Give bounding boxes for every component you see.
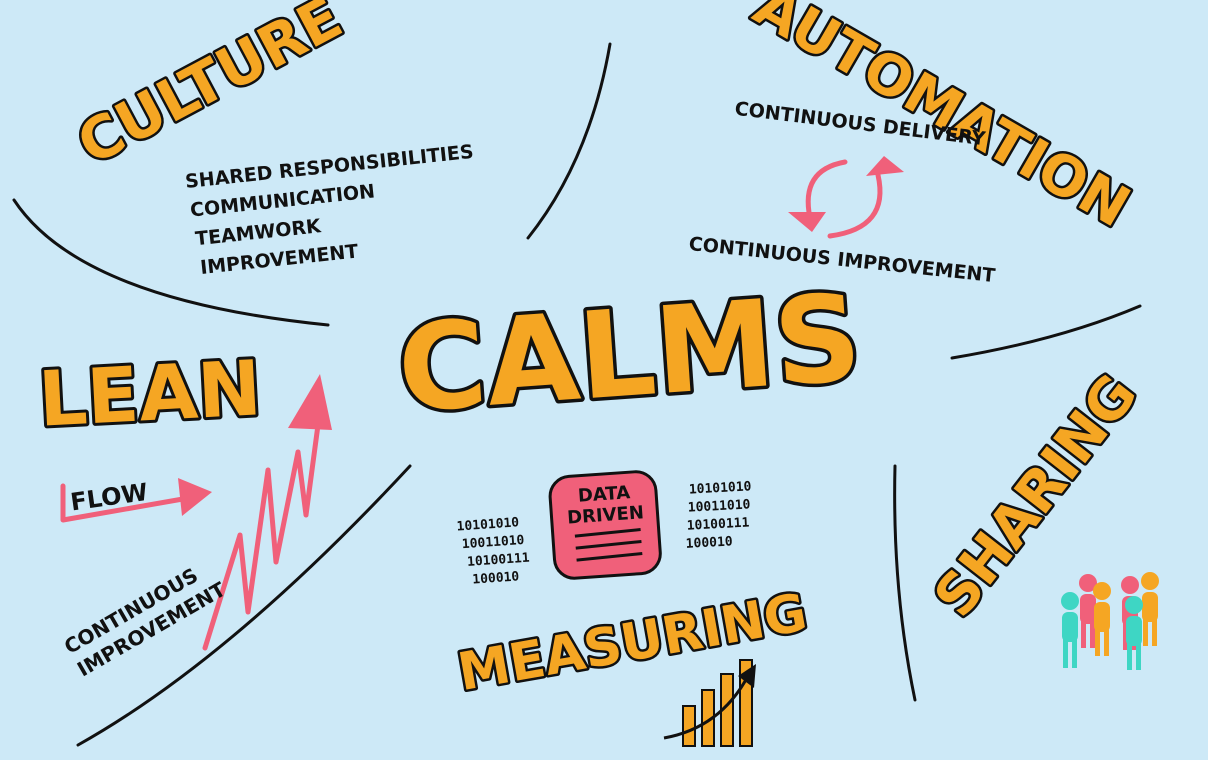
culture-heading: CULTURE: [67, 0, 353, 178]
bar-growth-icon: [663, 659, 756, 747]
binary-row: 10011010: [461, 533, 525, 552]
lean-heading: LEAN: [36, 343, 263, 444]
cycle-arrows-icon: [788, 156, 904, 239]
binary-left: 10101010 10011010 10100111 100010: [456, 515, 531, 587]
people-group-icon: [1061, 572, 1159, 670]
divider-culture-automation: [526, 42, 612, 240]
flow-label: FLOW: [69, 478, 150, 517]
sharing-heading: SHARING: [922, 363, 1150, 629]
divider-lean-measuring: [76, 464, 412, 747]
culture-item: TEAMWORK: [194, 215, 323, 250]
divider-automation-sharing: [950, 304, 1142, 360]
main-title: CALMS: [394, 269, 866, 440]
binary-row: 10101010: [689, 479, 752, 497]
measuring-heading: MEASURING: [454, 583, 812, 703]
binary-right: 10101010 10011010 10100111 100010: [685, 479, 752, 552]
binary-row: 100010: [472, 569, 520, 587]
culture-items: SHARED RESPONSIBILITIES COMMUNICATION TE…: [184, 141, 474, 279]
divider-culture: [12, 198, 330, 327]
binary-row: 10100111: [686, 515, 749, 533]
divider-measuring-sharing: [893, 464, 917, 702]
binary-row: 10101010: [456, 515, 520, 534]
binary-row: 10100111: [467, 551, 531, 570]
binary-row: 10011010: [687, 497, 750, 515]
lean-continuous-improvement: CONTINUOUS IMPROVEMENT: [60, 563, 230, 681]
data-driven-badge: DATA DRIVEN: [548, 470, 662, 580]
binary-row: 100010: [685, 534, 733, 551]
flow-arrow-icon: [60, 478, 212, 523]
badge-line-1: DATA: [577, 482, 631, 507]
growth-zigzag-icon: [202, 374, 332, 651]
